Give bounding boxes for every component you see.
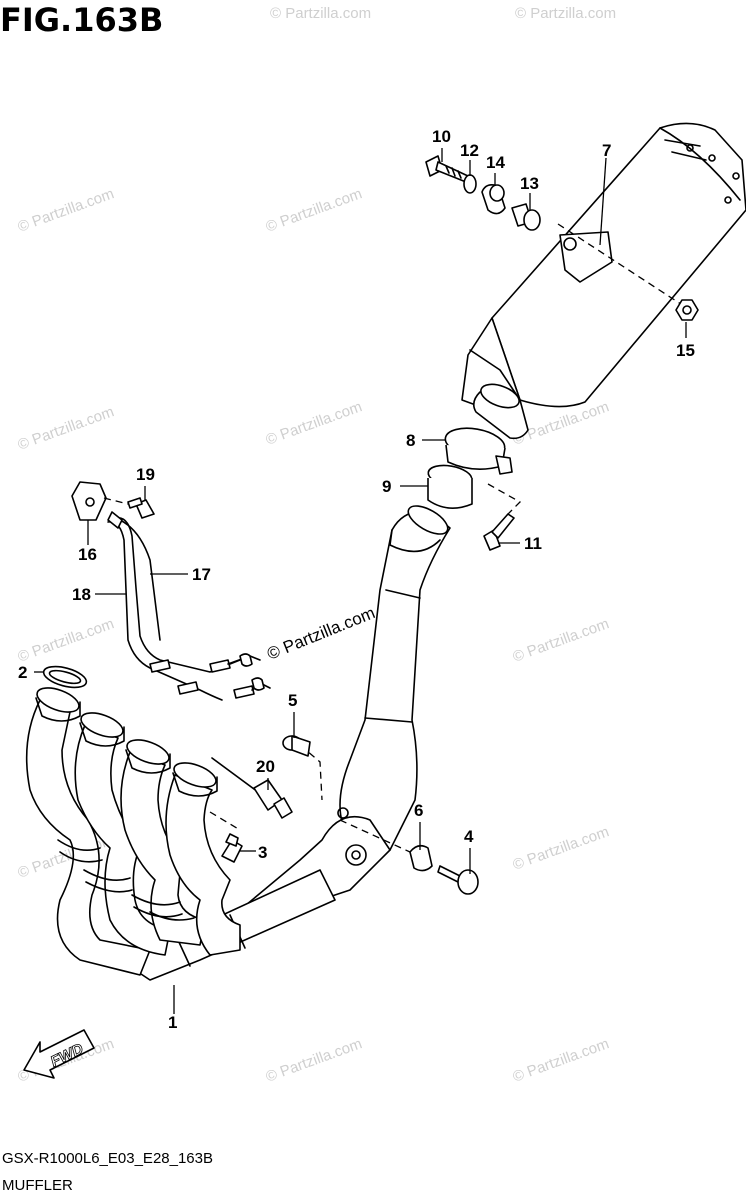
dashed-line [209,811,241,831]
watermark: © Partzilla.com [16,185,117,236]
watermark-center: © Partzilla.com [264,603,377,664]
callout-11: 11 [524,534,542,553]
callout-18: 18 [72,585,91,604]
gasket-9 [427,464,473,509]
callout-4: 4 [464,827,474,846]
bolt-4 [437,865,479,895]
watermark: © Partzilla.com [511,823,612,874]
callout-6: 6 [414,801,423,820]
leader-lines [34,148,687,1014]
bolt-11 [483,513,515,551]
bracket-16 [71,481,107,521]
callout-8: 8 [406,431,415,450]
watermark: © Partzilla.com [16,403,117,454]
bolt-3 [221,833,243,863]
dashed-line [487,483,522,517]
watermark: © Partzilla.com [264,185,365,236]
cables-17-18 [107,511,271,701]
callout-5: 5 [288,691,297,710]
grommet-6 [409,844,433,872]
dashed-line [299,744,323,801]
figure-code: GSX-R1000L6_E03_E28_163B [2,1150,213,1167]
dashed-line [557,223,691,311]
nut-15 [675,299,699,321]
clamp-8 [444,427,513,475]
grommet-14 [481,184,506,215]
callout-17: 17 [192,565,211,584]
callout-10: 10 [432,127,451,146]
callout-9: 9 [382,477,391,496]
callout-20: 20 [256,757,275,776]
callout-14: 14 [486,153,505,172]
watermark: © Partzilla.com [511,615,612,666]
exhaust-pipe-1 [25,505,451,981]
figure-title: FIG.163B [0,1,164,39]
figure-name: MUFFLER [2,1177,73,1194]
watermark: © Partzilla.com [511,1035,612,1086]
bolt-19 [127,497,155,519]
callout-15: 15 [676,341,695,360]
washer-12 [463,174,477,194]
callout-16: 16 [78,545,97,564]
dashed-line [103,497,129,505]
callout-3: 3 [258,843,267,862]
callout-19: 19 [136,465,155,484]
muffler-canister [461,122,746,440]
dashed-line [339,819,411,853]
callout-2: 2 [18,663,27,682]
collar-13 [511,203,541,231]
watermark: © Partzilla.com [264,398,365,449]
watermark: © Partzilla.com [515,5,616,22]
callouts: 1 2 3 4 5 6 7 8 9 10 11 12 13 14 15 16 1… [18,127,695,1032]
callout-13: 13 [520,174,539,193]
watermark: © Partzilla.com [264,1035,365,1086]
watermark: © Partzilla.com [270,5,371,22]
callout-7: 7 [602,141,611,160]
watermark: © Partzilla.com [16,615,117,666]
callout-12: 12 [460,141,479,160]
oxygen-sensor-20 [211,757,293,819]
callout-1: 1 [168,1013,177,1032]
gasket-2 [42,665,88,689]
collar-5 [282,735,311,757]
